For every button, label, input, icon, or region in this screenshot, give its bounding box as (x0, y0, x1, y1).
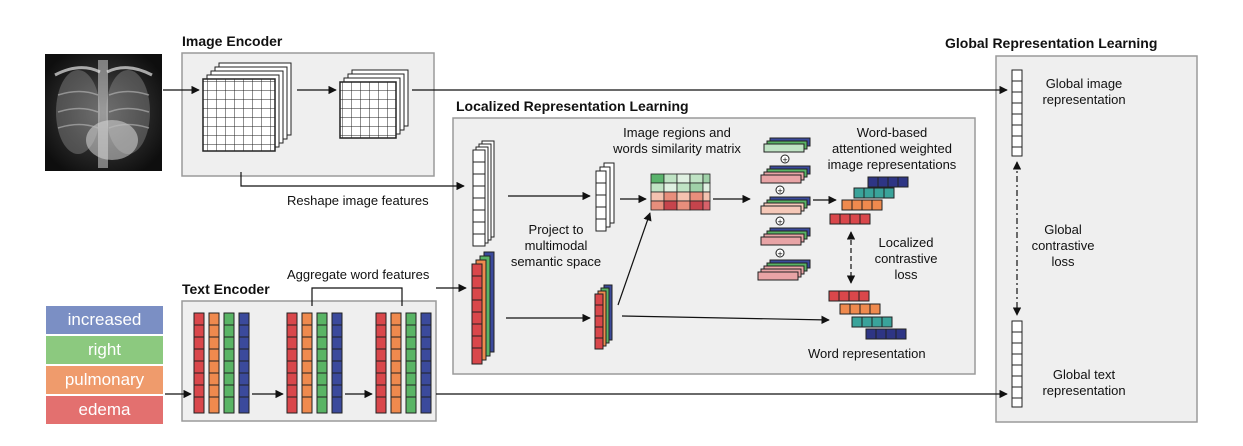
reshaped-image-features (472, 140, 495, 247)
text-encoder-heading: Text Encoder (182, 281, 270, 297)
weighted-group-5 (757, 259, 811, 281)
circled-plus-icon (775, 185, 785, 195)
word-features-stack (471, 251, 495, 365)
weighted-feature-groups: + + + + (757, 137, 811, 281)
circled-plus-icon (780, 154, 790, 164)
weighted-group-1 (763, 137, 811, 153)
word-based-label-line: attentioned weighted (832, 141, 952, 156)
project-label-line: Project to (528, 222, 584, 237)
projected-word-features (594, 284, 613, 350)
global-image-label-line: representation (1042, 92, 1126, 107)
global-loss-label: Global contrastive loss (1030, 222, 1096, 270)
reshape-arrow (240, 172, 465, 191)
global-text-label-line: Global text (1052, 367, 1116, 382)
word-box-increased: increased (46, 306, 163, 334)
weighted-group-4 (760, 227, 811, 246)
global-text-label-line: representation (1042, 383, 1126, 398)
word-based-label-line: image representations (827, 157, 957, 172)
global-heading: Global Representation Learning (945, 35, 1158, 51)
svg-text:+: + (782, 156, 788, 164)
word-representation-label: Word representation (808, 346, 926, 361)
word-based-label-line: Word-based (856, 125, 928, 140)
localized-loss-line: contrastive (874, 251, 938, 266)
aggregate-label: Aggregate word features (287, 267, 430, 282)
localized-loss-line: Localized (878, 235, 934, 250)
svg-text:+: + (777, 187, 783, 195)
weighted-group-3 (760, 196, 811, 215)
localized-loss-line: loss (894, 267, 918, 282)
projected-image-features (595, 162, 615, 232)
word-box-right: right (46, 336, 163, 364)
svg-text:+: + (777, 218, 783, 226)
chest-xray-image (45, 54, 162, 171)
word-box-pulmonary: pulmonary (46, 366, 163, 394)
word-based-label: Word-based attentioned weighted image re… (812, 125, 972, 173)
image-encoder-heading: Image Encoder (182, 33, 283, 49)
project-label-line: semantic space (510, 254, 602, 269)
text-encoder-columns (193, 312, 432, 414)
word-to-word-rep-arrow (621, 315, 830, 325)
weighted-image-representation (829, 176, 909, 225)
aggregate-bracket (311, 287, 403, 306)
similarity-label-line: Image regions and (623, 125, 731, 140)
global-loss-line: Global (1044, 222, 1082, 237)
svg-text:+: + (777, 250, 783, 258)
global-image-label-line: Global image (1045, 76, 1123, 91)
feature-map-stack-small (339, 69, 409, 139)
word-representation (828, 290, 907, 340)
word-to-matrix-arrow (617, 212, 652, 306)
similarity-matrix (650, 173, 711, 211)
word-box-edema: edema (46, 396, 163, 424)
global-text-vector (1011, 320, 1023, 408)
project-label-line: multimodal (524, 238, 588, 253)
reshape-label: Reshape image features (287, 193, 429, 208)
weighted-group-2 (760, 165, 811, 184)
global-image-label: Global image representation (1030, 76, 1138, 108)
global-image-vector (1011, 69, 1023, 157)
global-loss-line: contrastive (1031, 238, 1095, 253)
global-panel (995, 55, 1198, 423)
global-text-label: Global text representation (1030, 367, 1138, 399)
global-loss-line: loss (1051, 254, 1075, 269)
similarity-label-line: words similarity matrix (613, 141, 741, 156)
text-encoder-column-dividers (194, 324, 431, 398)
localized-loss-label: Localized contrastive loss (862, 235, 950, 283)
project-label: Project to multimodal semantic space (510, 222, 602, 270)
circled-plus-icon (775, 216, 785, 226)
circled-plus-icon (775, 248, 785, 258)
similarity-label: Image regions and words similarity matri… (602, 125, 752, 157)
feature-map-stack-large (202, 62, 292, 152)
localized-heading: Localized Representation Learning (456, 98, 689, 114)
